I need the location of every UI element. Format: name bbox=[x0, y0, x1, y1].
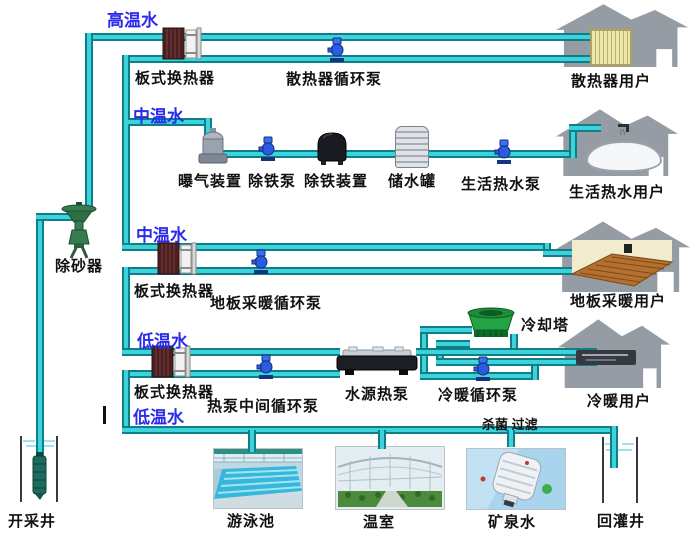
label-ws-heat-pump: 水源热泵 bbox=[345, 386, 410, 403]
label-radiator-pump: 散热器循环泵 bbox=[286, 71, 383, 88]
pipe-tower-drain bbox=[510, 334, 518, 354]
submersible-pump-icon bbox=[32, 452, 47, 500]
well-water-surface bbox=[606, 449, 632, 451]
pipe-radiator-return bbox=[122, 55, 597, 63]
radiator-circulation-pump-icon bbox=[327, 37, 344, 62]
flow-label-mid-water-2: 中温水 bbox=[136, 226, 187, 245]
label-reinjection-well: 回灌井 bbox=[597, 513, 646, 530]
label-hx2: 板式换热器 bbox=[134, 283, 215, 300]
sand-remover-icon bbox=[61, 202, 97, 259]
pipe-dhw-riser bbox=[569, 124, 577, 158]
flow-label-low-water-1: 低温水 bbox=[137, 332, 188, 351]
pipe-floor-return bbox=[122, 267, 597, 275]
plate-heat-exchanger-1-icon bbox=[162, 27, 202, 60]
radiator-icon bbox=[590, 29, 632, 66]
cursor-tick bbox=[103, 406, 106, 424]
reinjection-well-wall-left bbox=[602, 437, 604, 503]
floor-heating-pump-icon bbox=[251, 249, 268, 274]
mineral-water-photo bbox=[466, 448, 566, 510]
well-water-surface bbox=[622, 443, 634, 445]
flow-label-low-water-2: 低温水 bbox=[133, 408, 184, 427]
label-cooling-tower: 冷却塔 bbox=[521, 317, 570, 334]
label-radiator-user: 散热器用户 bbox=[571, 73, 652, 90]
label-mineral-water: 矿泉水 bbox=[488, 514, 537, 531]
pipe-hp-supply bbox=[122, 348, 340, 356]
pipe-reinjection-drop bbox=[610, 426, 618, 468]
pipe-tower-loop-right bbox=[531, 358, 539, 380]
label-floor-user: 地板采暖用户 bbox=[570, 293, 667, 310]
pipe-hp-return bbox=[122, 370, 340, 378]
water-source-heat-pump-icon bbox=[336, 346, 418, 375]
iron-removal-pump-icon bbox=[258, 136, 275, 161]
pipe-dhw-house-stub bbox=[569, 124, 601, 132]
pipe-tower-inner-top bbox=[436, 340, 470, 348]
pipe-well-riser bbox=[85, 33, 93, 211]
pipe-dhw-chain bbox=[208, 150, 573, 158]
label-swimming-pool: 游泳池 bbox=[227, 513, 276, 530]
label-storage-tank: 储水罐 bbox=[388, 173, 437, 190]
flow-label-mid-water-1: 中温水 bbox=[133, 107, 184, 126]
pipe-production-riser bbox=[36, 213, 44, 459]
pipe-tower-top bbox=[420, 326, 472, 334]
label-ac-pump: 冷暖循环泵 bbox=[438, 387, 519, 404]
label-dhw-user: 生活热水用户 bbox=[569, 184, 666, 201]
pipe-ac-supply bbox=[416, 348, 597, 356]
pipe-greenhouse-branch bbox=[378, 430, 386, 449]
plate-heat-exchanger-3-icon bbox=[151, 345, 191, 378]
pipe-sand-feed bbox=[36, 213, 76, 221]
shower-icon bbox=[618, 124, 629, 136]
heat-pump-intermediate-pump-icon bbox=[256, 354, 273, 379]
pipe-mineral-branch bbox=[507, 430, 515, 447]
well-water-surface bbox=[44, 440, 55, 442]
label-hx3: 板式换热器 bbox=[134, 384, 215, 401]
label-sand-remover: 除砂器 bbox=[55, 258, 104, 275]
label-hp-mid-pump: 热泵中间循环泵 bbox=[207, 398, 320, 415]
storage-tank-icon bbox=[395, 126, 429, 168]
greenhouse-photo bbox=[335, 446, 445, 510]
pipe-floor-supply-end bbox=[543, 249, 597, 257]
pipe-low-drop-2 bbox=[122, 370, 130, 434]
floor-heating-icon bbox=[570, 240, 674, 287]
fan-coil-icon bbox=[576, 350, 636, 365]
label-production-well: 开采井 bbox=[8, 513, 57, 530]
label-sterilize-filter: 杀菌 过滤 bbox=[482, 417, 538, 432]
bathtub-icon bbox=[586, 141, 662, 172]
swimming-pool-photo bbox=[213, 448, 303, 509]
aeration-device-icon bbox=[198, 128, 228, 164]
label-ac-user: 冷暖用户 bbox=[587, 393, 652, 410]
pipe-bottom-distribution bbox=[122, 426, 617, 434]
label-dhw-pump: 生活热水泵 bbox=[461, 176, 542, 193]
pipe-pool-branch bbox=[248, 430, 256, 452]
pipe-floor-supply bbox=[122, 243, 546, 251]
label-floor-pump: 地板采暖循环泵 bbox=[210, 295, 323, 312]
label-iron-pump: 除铁泵 bbox=[248, 173, 297, 190]
label-hx1: 板式换热器 bbox=[135, 70, 216, 87]
cooling-tower-icon bbox=[467, 307, 515, 337]
reinjection-well-wall-right bbox=[636, 437, 638, 503]
label-greenhouse: 温室 bbox=[363, 514, 396, 531]
plate-heat-exchanger-2-icon bbox=[157, 242, 197, 275]
production-well-wall-left bbox=[20, 436, 22, 502]
dhw-pump-icon bbox=[494, 139, 511, 164]
pipe-ac-return bbox=[436, 358, 597, 366]
flow-label-hot-water: 高温水 bbox=[107, 11, 158, 30]
production-well-wall-right bbox=[56, 436, 58, 502]
pipe-dhw-supply bbox=[128, 118, 208, 126]
pipe-mid-drop bbox=[122, 55, 130, 251]
pipe-low-drop-1 bbox=[122, 267, 130, 356]
ac-circulation-pump-icon bbox=[473, 356, 490, 381]
label-aeration: 曝气装置 bbox=[178, 173, 243, 190]
well-water-surface bbox=[23, 440, 35, 442]
label-iron-removal: 除铁装置 bbox=[304, 173, 369, 190]
iron-removal-tank-icon bbox=[317, 132, 347, 165]
